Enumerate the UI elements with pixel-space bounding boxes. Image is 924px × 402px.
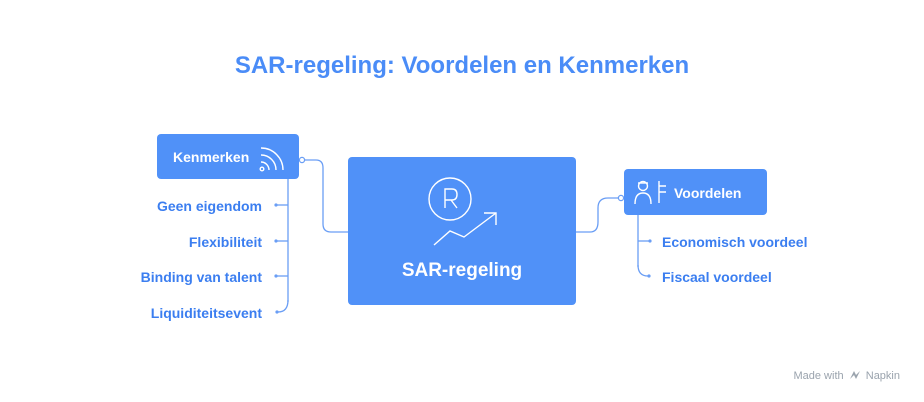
made-with-label: Made with (793, 370, 844, 382)
registered-growth-icon (424, 175, 504, 256)
napkin-brand-label: Napkin (865, 370, 900, 382)
sar-regeling-node: SAR-regeling (348, 157, 576, 305)
voordelen-item-0: Economisch voordeel (662, 234, 808, 250)
voordelen-label: Voordelen (674, 185, 742, 201)
napkin-logo-icon (849, 370, 861, 380)
people-icon (634, 179, 668, 210)
kenmerken-node: Kenmerken (157, 134, 299, 179)
kenmerken-item-0: Geen eigendom (156, 198, 262, 214)
made-with-napkin-badge: Made with Napkin (793, 370, 900, 382)
voordelen-node: Voordelen (624, 169, 767, 215)
sar-regeling-label: SAR-regeling (401, 260, 523, 281)
voordelen-item-1: Fiscaal voordeel (662, 269, 772, 285)
rss-signal-icon (257, 142, 289, 177)
kenmerken-item-2: Binding van talent (140, 269, 262, 285)
page-title: SAR-regeling: Voordelen en Kenmerken (234, 52, 690, 79)
kenmerken-label: Kenmerken (173, 149, 250, 165)
kenmerken-item-1: Flexibiliteit (188, 234, 262, 250)
kenmerken-item-3: Liquiditeitsevent (150, 305, 262, 321)
